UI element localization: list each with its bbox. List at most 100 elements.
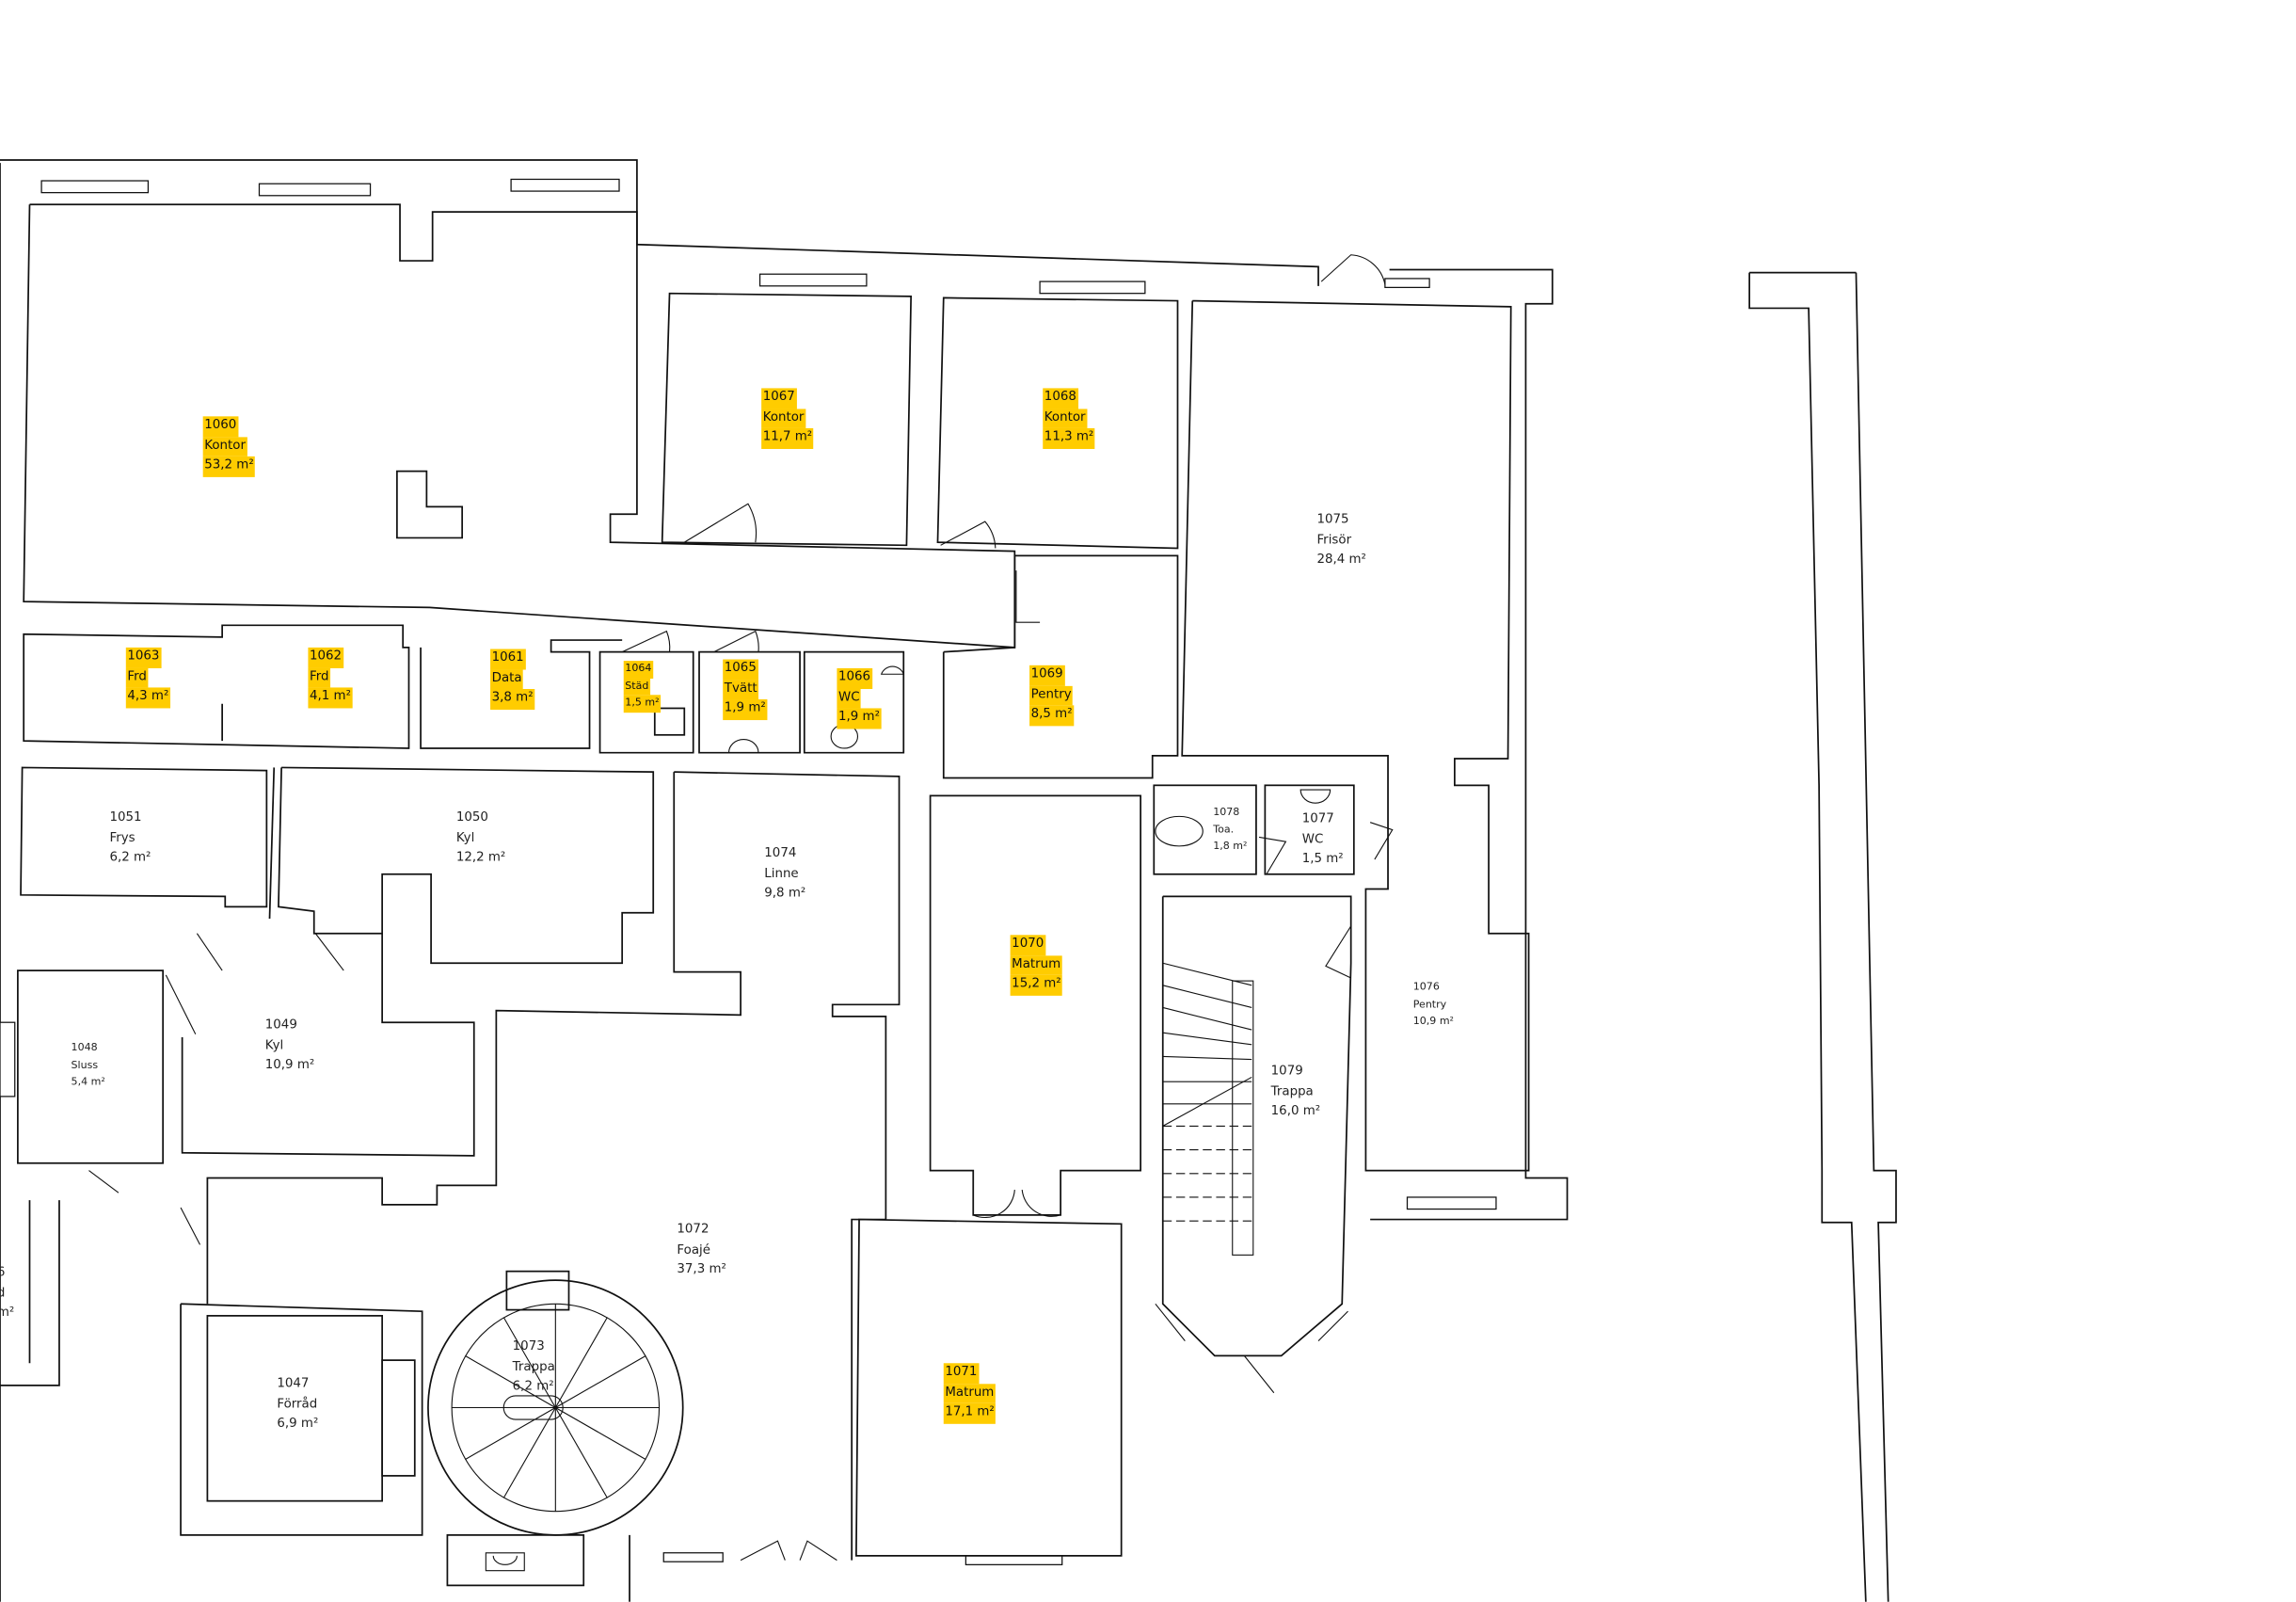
room-label-partial: 6dm²	[0, 1264, 16, 1324]
room-number: 1067	[761, 388, 797, 409]
room-number: 1068	[1043, 388, 1078, 409]
room-area: 10,9 m²	[264, 1057, 315, 1073]
room-name: Matrum	[1010, 954, 1062, 975]
room-number: 1075	[1316, 512, 1349, 528]
room-number: 1072	[677, 1222, 710, 1238]
room-number: 1047	[277, 1376, 310, 1392]
room-area: 16,0 m²	[1270, 1103, 1321, 1119]
room-area: 4,3 m²	[125, 687, 170, 708]
room-number: 1065	[723, 659, 758, 680]
room-area: 4,1 m²	[308, 687, 353, 708]
room-number: 1060	[202, 416, 238, 437]
room-number: 1079	[1270, 1064, 1303, 1080]
room-name: d	[0, 1284, 7, 1304]
room-name: Pentry	[1412, 998, 1447, 1010]
room-number: 1063	[125, 647, 162, 668]
room-name: Kontor	[761, 408, 806, 428]
room-number: 1062	[308, 647, 343, 668]
room-walls	[0, 203, 1897, 1602]
room-name: WC	[837, 688, 862, 709]
room-area: 1,5 m²	[1301, 852, 1344, 867]
room-number: 1071	[943, 1363, 979, 1384]
room-name: Toa.	[1213, 823, 1235, 836]
room-name: Matrum	[943, 1383, 996, 1403]
room-area: 6,9 m²	[277, 1416, 319, 1432]
room-area: 8,5 m²	[1029, 705, 1075, 726]
room-number: 1064	[623, 661, 653, 679]
room-name: Frisör	[1316, 532, 1352, 548]
room-area: m²	[0, 1305, 15, 1321]
room-area: 6,2 m²	[512, 1379, 554, 1395]
room-name: Kyl	[455, 830, 475, 846]
room-number: 1048	[71, 1041, 98, 1054]
room-area: 11,3 m²	[1043, 427, 1095, 449]
room-number: 6	[0, 1264, 7, 1284]
room-name: Städ	[623, 678, 650, 696]
room-number: 1073	[512, 1339, 545, 1354]
room-area: 1,9 m²	[837, 708, 882, 729]
room-name: Trappa	[512, 1359, 555, 1375]
room-area: 15,2 m²	[1010, 974, 1063, 996]
room-area: 10,9 m²	[1412, 1015, 1454, 1027]
room-number: 1074	[764, 845, 797, 861]
straight-stair	[1162, 962, 1254, 1256]
room-number: 1077	[1301, 811, 1334, 827]
room-name: Kyl	[264, 1037, 284, 1053]
room-area: 28,4 m²	[1316, 553, 1366, 568]
room-number: 1061	[490, 649, 526, 669]
room-name: Tvätt	[723, 679, 759, 700]
room-number: 1078	[1213, 806, 1240, 818]
room-number: 1050	[455, 810, 488, 825]
spiral-stair	[427, 1270, 684, 1536]
room-area: 5,4 m²	[71, 1075, 105, 1088]
room-number: 1066	[837, 667, 872, 689]
room-name: Frd	[125, 667, 149, 688]
room-number: 1076	[1412, 981, 1440, 993]
room-name: Foajé	[677, 1242, 710, 1258]
room-name: Linne	[764, 866, 799, 881]
room-number: 1051	[109, 810, 142, 825]
room-area: 3,8 m²	[490, 689, 535, 710]
room-area: 11,7 m²	[761, 427, 814, 449]
room-name: Trappa	[1270, 1083, 1314, 1099]
windows	[0, 178, 1497, 1565]
room-area: 1,8 m²	[1213, 840, 1248, 853]
room-name: Frd	[308, 667, 331, 688]
room-name: Sluss	[71, 1058, 99, 1071]
room-number: 1049	[264, 1017, 297, 1033]
room-name: Pentry	[1029, 685, 1074, 706]
room-area: 37,3 m²	[677, 1262, 726, 1277]
room-area: 17,1 m²	[943, 1402, 997, 1424]
room-name: Kontor	[202, 436, 247, 457]
room-area: 53,2 m²	[202, 456, 256, 477]
room-number: 1070	[1010, 935, 1045, 955]
room-area: 1,5 m²	[623, 695, 662, 713]
room-area: 1,9 m²	[723, 699, 768, 720]
